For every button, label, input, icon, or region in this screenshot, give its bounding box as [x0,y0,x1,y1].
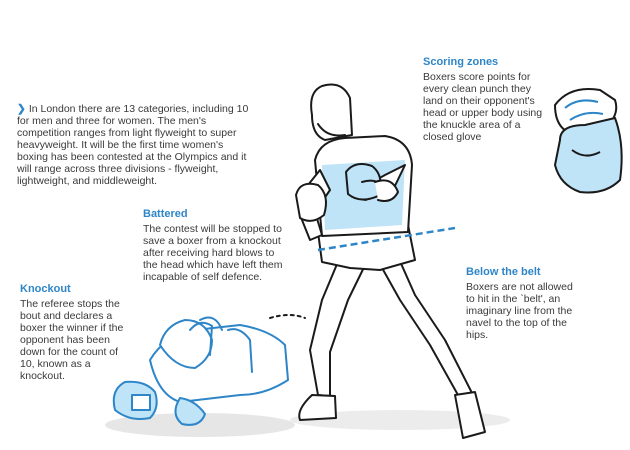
scoring-zones-text: Boxers score points for every clean punc… [423,71,543,143]
scoring-zones-block: Scoring zones Boxers score points for ev… [423,56,553,143]
battered-block: Battered The contest will be stopped to … [143,208,283,283]
floor-shadow-right [290,410,510,430]
intro-block: ❯In London there are 13 categories, incl… [17,103,257,187]
floor-shadow-left [105,413,295,437]
battered-text: The contest will be stopped to save a bo… [143,223,283,283]
below-belt-block: Below the belt Boxers are not allowed to… [466,266,578,341]
belt-line [317,226,456,252]
battered-heading: Battered [143,208,188,220]
glove-closeup [554,88,623,194]
knockout-heading: Knockout [20,283,71,295]
knockout-block: Knockout The referee stops the bout and … [20,283,132,382]
below-belt-text: Boxers are not allowed to hit in the `be… [466,281,573,341]
chevron-right-icon: ❯ [17,103,26,115]
scoring-zones-heading: Scoring zones [423,56,499,68]
standing-boxer-figure [295,83,486,439]
knockout-text: The referee stops the bout and declares … [20,298,124,382]
below-belt-heading: Below the belt [466,266,541,278]
intro-text: In London there are 13 categories, inclu… [17,103,249,187]
knocked-out-boxer [112,314,306,426]
